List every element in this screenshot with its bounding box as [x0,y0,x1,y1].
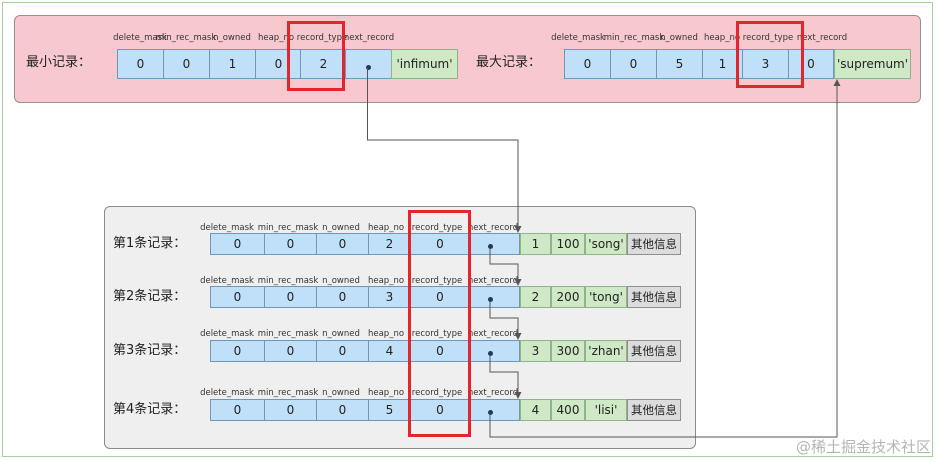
record-2-header-delete-mask: delete_mask [200,276,254,286]
infimum-heap-no-cell: 0 [255,49,302,79]
user-record-type-highlight [408,210,471,437]
record-3-header-delete-mask: delete_mask [200,329,254,339]
record-1-extra-cell: 其他信息 [627,233,681,255]
infimum-header-next-record: next_record [343,33,395,43]
infimum-name-cell: 'infimum' [391,49,458,79]
record-2-header-min-rec-mask: min_rec_mask [257,276,319,286]
arrow-record-2-to-record-3 [489,302,522,340]
record-2-header-heap-no: heap_no [367,276,405,286]
record-2-delete-mask-cell: 0 [210,286,265,308]
record-1-label: 第1条记录： [113,236,187,251]
supremum-next-record-cell: 0 [788,49,834,79]
arrow-record-1-to-record-2 [489,248,522,286]
infimum-header-delete-mask: delete_mask [113,33,167,43]
infimum-header-n-owned: n_owned [213,33,251,43]
supremum-delete-mask-cell: 0 [564,49,611,79]
record-2-header-record-type: record_type [411,276,463,286]
record-4-num-cell: 400 [551,399,585,421]
supremum-record-type-cell: 3 [742,49,789,79]
record-1-header-record-type: record_type [411,223,463,233]
record-1-header-n-owned: n_owned [322,223,360,233]
supremum-header-delete-mask: delete_mask [551,33,605,43]
infimum-header-min-rec-mask: min_rec_mask [155,33,217,43]
record-4-header-n-owned: n_owned [322,388,360,398]
infimum-n-owned-cell: 1 [209,49,256,79]
infimum-record-type-highlight [287,21,345,91]
infimum-next-record-cell [345,49,392,79]
infimum-delete-mask-cell: 0 [117,49,164,79]
record-3-id-cell: 3 [520,340,551,362]
record-1-header-min-rec-mask: min_rec_mask [257,223,319,233]
record-1-header-heap-no: heap_no [367,223,405,233]
supremum-min-rec-mask-cell: 0 [610,49,657,79]
record-3-label: 第3条记录： [113,343,187,358]
record-3-header-min-rec-mask: min_rec_mask [257,329,319,339]
record-4-header-delete-mask: delete_mask [200,388,254,398]
record-2-header-next-record: next_record [467,276,519,286]
record-4-extra-cell: 其他信息 [627,399,681,421]
infimum-record-type-cell: 2 [300,49,347,79]
supremum-record-type-highlight [736,21,804,88]
supremum-header-heap-no: heap_no [703,33,741,43]
record-1-id-cell: 1 [520,233,551,255]
arrow-infimum-to-record-1 [367,68,522,233]
record-4-heap-no-cell: 5 [368,399,411,421]
record-4-name-cell: 'lisi' [585,399,627,421]
record-3-next-pointer-dot [488,350,493,356]
record-1-num-cell: 100 [551,233,585,255]
record-1-header-delete-mask: delete_mask [200,223,254,233]
supremum-header-record-type: record_type [742,33,794,43]
infimum-next-pointer-dot [366,64,371,70]
record-3-header-heap-no: heap_no [367,329,405,339]
record-1-delete-mask-cell: 0 [210,233,265,255]
record-2-n-owned-cell: 0 [316,286,369,308]
record-2-min-rec-mask-cell: 0 [264,286,317,308]
record-2-extra-cell: 其他信息 [627,286,681,308]
infimum-header-record-type: record_type [296,33,348,43]
record-4-header-next-record: next_record [467,388,519,398]
record-4-header-heap-no: heap_no [367,388,405,398]
record-4-header-record-type: record_type [411,388,463,398]
infimum-label: 最小记录： [26,55,92,70]
record-4-label: 第4条记录： [113,402,187,417]
record-4-header-min-rec-mask: min_rec_mask [257,388,319,398]
record-3-num-cell: 300 [551,340,585,362]
record-2-id-cell: 2 [520,286,551,308]
supremum-header-n-owned: n_owned [660,33,698,43]
record-4-next-pointer-dot [488,409,493,415]
record-2-num-cell: 200 [551,286,585,308]
record-3-header-next-record: next_record [467,329,519,339]
record-3-name-cell: 'zhan' [585,340,627,362]
record-4-min-rec-mask-cell: 0 [264,399,317,421]
record-3-header-record-type: record_type [411,329,463,339]
record-1-name-cell: 'song' [585,233,627,255]
supremum-label: 最大记录： [476,55,542,70]
record-2-header-n-owned: n_owned [322,276,360,286]
supremum-header-min-rec-mask: min_rec_mask [603,33,665,43]
record-2-next-pointer-dot [488,296,493,302]
record-3-header-n-owned: n_owned [322,329,360,339]
arrow-record-4-to-supremum [489,79,841,438]
record-2-name-cell: 'tong' [585,286,627,308]
arrow-record-3-to-record-4 [489,356,522,399]
record-2-label: 第2条记录： [113,289,187,304]
record-4-id-cell: 4 [520,399,551,421]
infimum-header-heap-no: heap_no [257,33,295,43]
watermark: @稀土掘金技术社区 [795,438,931,456]
record-3-extra-cell: 其他信息 [627,340,681,362]
supremum-name-cell: 'supremum' [834,49,911,79]
record-1-header-next-record: next_record [467,223,519,233]
supremum-header-next-record: next_record [796,33,848,43]
record-1-next-pointer-dot [488,243,493,249]
